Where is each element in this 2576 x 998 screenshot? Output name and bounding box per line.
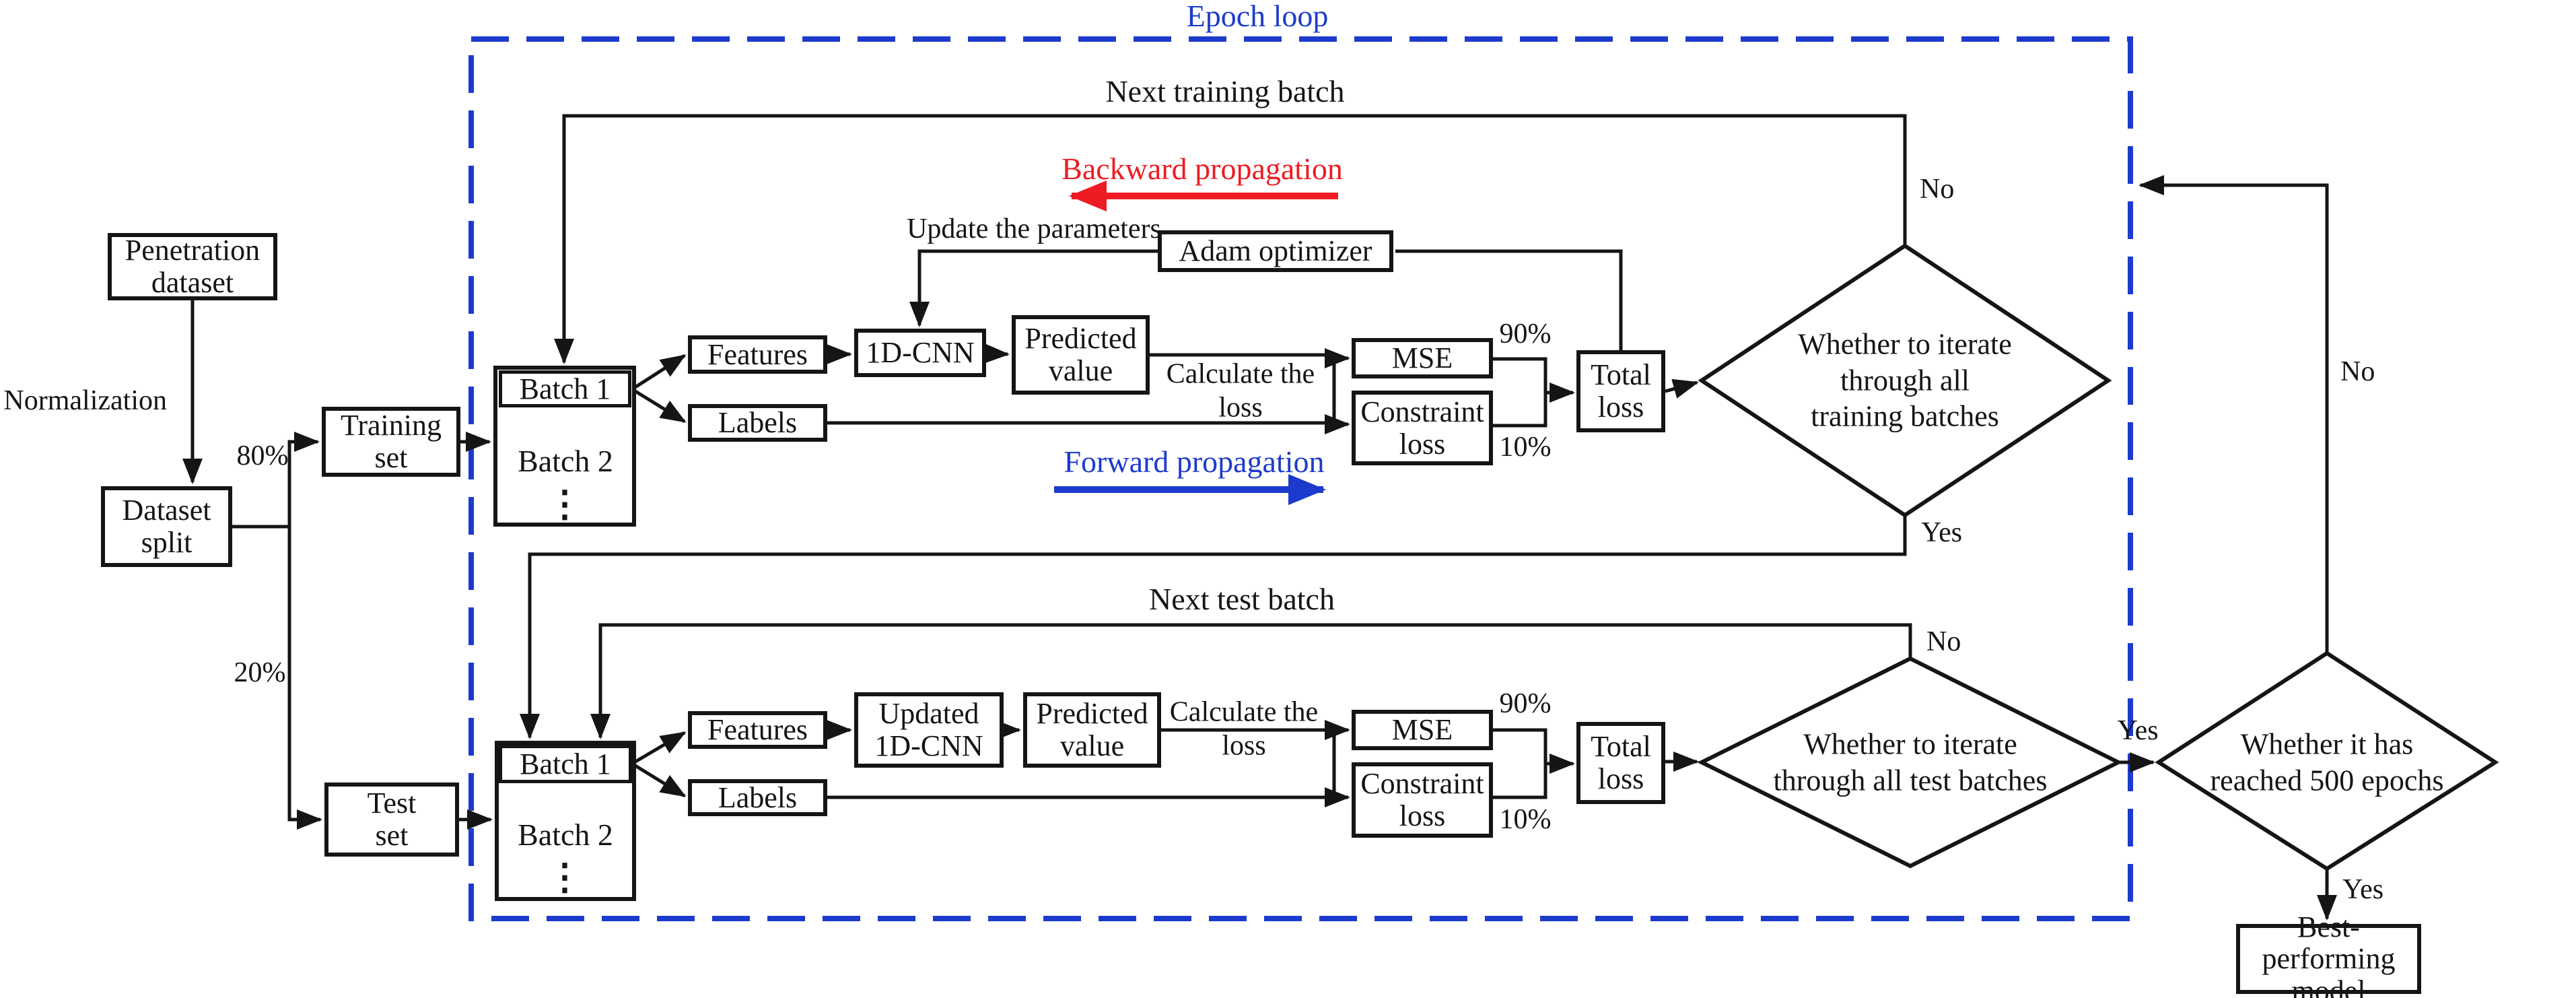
forward-propagation-label: Forward propagation	[1064, 444, 1325, 479]
mse-weight-label-test: 90%	[1499, 688, 1552, 720]
test-iterate-decision-shape	[1697, 656, 2123, 869]
updated-cnn-box: Updated 1D-CNN	[854, 692, 1004, 768]
test-no-label: No	[1926, 626, 1961, 658]
epochs-no-label: No	[2340, 356, 2375, 388]
features-box-test: Features	[688, 711, 827, 749]
features-box-train: Features	[688, 335, 827, 374]
split-80-label: 80%	[236, 440, 289, 472]
backward-propagation-label: Backward propagation	[1061, 151, 1343, 186]
train-yes-label: Yes	[1921, 517, 1963, 549]
mse-box-train: MSE	[1352, 338, 1493, 378]
test-set-box: Test set	[324, 783, 459, 857]
epochs-yes-label: Yes	[2342, 874, 2384, 906]
epoch-loop-boundary	[468, 36, 2133, 921]
edge-trainbatch-to-features	[631, 354, 687, 391]
calculate-loss-label-train: Calculate the loss	[1166, 358, 1315, 423]
split-20-label: 20%	[234, 657, 286, 689]
edge-next-test-batch-loop	[590, 623, 1912, 739]
edge-testbatch-to-features	[631, 731, 687, 766]
train-iterate-decision-label: Whether to iterate through all training …	[1798, 327, 2012, 433]
training-set-box: Training set	[322, 407, 460, 477]
edge-loss-bracket-train	[1493, 357, 1547, 428]
dataset-split-box: Dataset split	[101, 486, 232, 567]
test-more-batches-ellipsis: ⋮	[547, 857, 583, 898]
edge-epochs-no-loop	[2138, 175, 2329, 653]
test-yes-label: Yes	[2117, 715, 2159, 747]
constraint-loss-box-test: Constraint loss	[1352, 762, 1493, 838]
total-loss-box-test: Total loss	[1576, 722, 1665, 804]
epochs-decision-label: Whether it has reached 500 epochs	[2210, 727, 2444, 797]
edge-next-training-batch-loop	[554, 114, 1907, 364]
training-more-batches-ellipsis: ⋮	[547, 484, 583, 525]
training-batch2-label: Batch 2	[518, 443, 613, 478]
edge-split-to-training	[287, 432, 320, 527]
edge-loss-bracket-test	[1493, 728, 1547, 799]
cnn-box: 1D-CNN	[854, 329, 986, 377]
total-loss-box-train: Total loss	[1576, 350, 1665, 432]
edge-train-yes-to-testbatches	[520, 515, 1907, 739]
constraint-weight-label-test: 10%	[1499, 804, 1552, 836]
constraint-loss-box-train: Constraint loss	[1352, 391, 1493, 465]
edge-testbatch-to-labels	[631, 762, 687, 798]
edge-total-to-adam	[1395, 249, 1623, 350]
labels-box-train: Labels	[688, 404, 827, 442]
predicted-value-box-test: Predicted value	[1023, 692, 1161, 768]
mse-weight-label-train: 90%	[1499, 319, 1552, 350]
normalization-label: Normalization	[3, 385, 167, 417]
next-test-batch-label: Next test batch	[1149, 581, 1335, 616]
train-no-label: No	[1920, 174, 1955, 205]
calculate-loss-label-test: Calculate the loss	[1169, 696, 1319, 761]
epoch-loop-title: Epoch loop	[1186, 0, 1329, 33]
mse-box-test: MSE	[1352, 710, 1493, 750]
test-iterate-decision-label: Whether to iterate through all test batc…	[1773, 727, 2048, 797]
training-batch1-box: Batch 1	[499, 370, 631, 407]
update-parameters-label: Update the parameters	[907, 213, 1161, 245]
edge-total-to-decision-train	[1665, 378, 1699, 399]
labels-box-test: Labels	[688, 779, 827, 816]
best-model-box: Best-performing model	[2236, 910, 2421, 998]
predicted-value-box-train: Predicted value	[1012, 315, 1150, 395]
test-batch2-label: Batch 2	[518, 817, 613, 852]
test-batch1-box: Batch 1	[499, 745, 632, 783]
edge-split-to-test	[287, 527, 322, 830]
adam-optimizer-box: Adam optimizer	[1158, 230, 1393, 272]
edge-trainbatch-to-labels	[631, 387, 687, 424]
edge-adam-to-cnn	[909, 249, 1158, 327]
next-training-batch-label: Next training batch	[1105, 73, 1345, 108]
penetration-dataset-box: Penetration dataset	[108, 233, 277, 300]
constraint-weight-label-train: 10%	[1499, 432, 1552, 463]
